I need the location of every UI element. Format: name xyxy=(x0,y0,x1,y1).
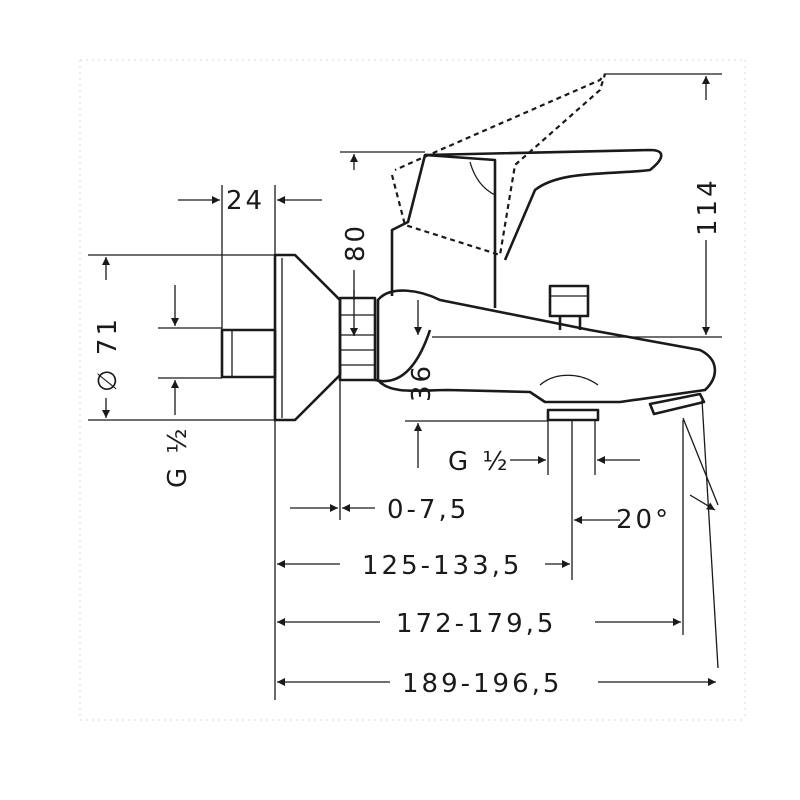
background-grid xyxy=(79,59,746,721)
wall-flange xyxy=(273,253,342,422)
dim-20-degrees: 20° xyxy=(616,505,671,535)
lever-handle xyxy=(424,148,663,261)
dim-80: 80 xyxy=(341,223,371,262)
dimension-lines xyxy=(88,73,722,700)
dim-0-7-5: 0-7,5 xyxy=(387,495,469,525)
union-nut xyxy=(338,296,377,382)
dim-24: 24 xyxy=(226,186,265,216)
mixer-body xyxy=(376,289,717,404)
dim-125-133-5: 125-133,5 xyxy=(362,551,522,581)
cartridge-housing xyxy=(390,153,497,308)
dim-172-179-5: 172-179,5 xyxy=(396,609,556,639)
diverter-knob xyxy=(548,284,590,318)
dim-189-196-5: 189-196,5 xyxy=(402,669,562,699)
bottom-outlet xyxy=(546,408,600,422)
spout-aerator xyxy=(648,392,706,416)
dim-36: 36 xyxy=(407,363,437,402)
dim-g-half-left: G ½ xyxy=(163,425,193,488)
dim-71-diameter: ∅ 71 xyxy=(93,316,123,392)
dim-g-half-bottom: G ½ xyxy=(448,447,511,477)
lever-raised-ghost xyxy=(390,73,607,257)
faucet-outline xyxy=(220,73,717,422)
dim-114: 114 xyxy=(693,177,723,236)
inlet-pipe xyxy=(220,328,277,379)
dimension-labels: 24 80 114 ∅ 71 G ½ 36 G ½ 0-7,5 20° 125-… xyxy=(93,177,723,699)
